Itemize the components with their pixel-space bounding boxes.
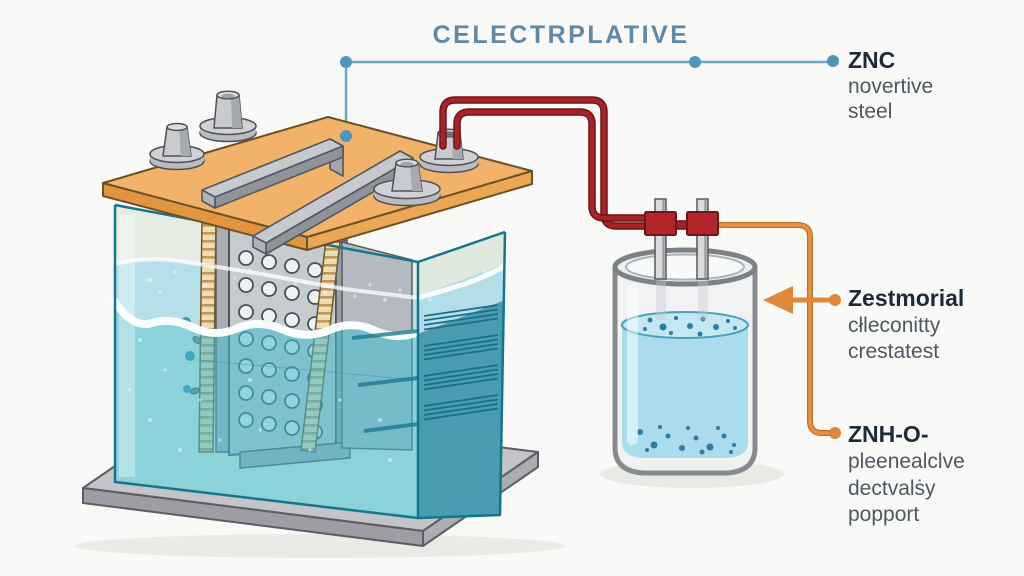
stacked-plate-edges [423,304,499,421]
callout-heading: Zestmorial [848,285,964,311]
diagram-title: CELECTRPLATIVE [433,21,690,49]
callout-line: dectvalṡy [848,477,936,500]
callout-line: steel [848,100,892,123]
red-wire [439,96,653,230]
callout-line: cłleconitty [848,314,941,337]
callout-line: popport [848,503,919,526]
leader-dot [340,56,352,68]
callout-line: novertive [848,75,933,98]
bullet-icon [829,294,841,306]
terminal [373,158,441,207]
terminal-wired [419,128,479,174]
plate-shelves [352,329,418,433]
waterline-foam [111,298,422,340]
speckles [128,268,487,462]
orange-wire [713,222,836,436]
battery-tank [111,203,507,520]
glass-highlight [627,285,638,445]
electrode-clamps [644,211,719,236]
leader-dot [689,56,701,68]
callout-bottom-right: ZNH-O- pleenealclve dectvalṡy popport [829,421,965,526]
callout-top-right: ZNC novertive steel [827,47,933,123]
callout-heading: ZNH-O- [848,421,928,447]
arrow-pointer [763,286,833,314]
callout-line: crestatest [848,340,939,363]
leader-lines [340,56,833,132]
callout-heading: ZNC [848,47,895,73]
bullet-icon [827,55,839,67]
callout-line: pleenealclve [848,450,965,473]
electrolyte-liquid [115,302,418,518]
liquid-surface [621,311,749,339]
callout-middle-right: Zestmorial cłleconitty crestatest [829,285,964,363]
beaker-bubbles [637,316,737,455]
battery-shadow [75,534,565,558]
glass-highlight [119,215,135,477]
terminal [149,122,205,171]
clamp [686,211,719,236]
beaker [612,198,758,476]
battery-terminals [149,90,479,207]
arrowhead-icon [763,286,793,314]
clamp [644,211,677,236]
leader-dot [340,130,352,142]
battery-lid [102,116,533,251]
terminal [199,90,257,143]
beaker-liquid [622,325,748,458]
bullet-icon [829,427,841,439]
